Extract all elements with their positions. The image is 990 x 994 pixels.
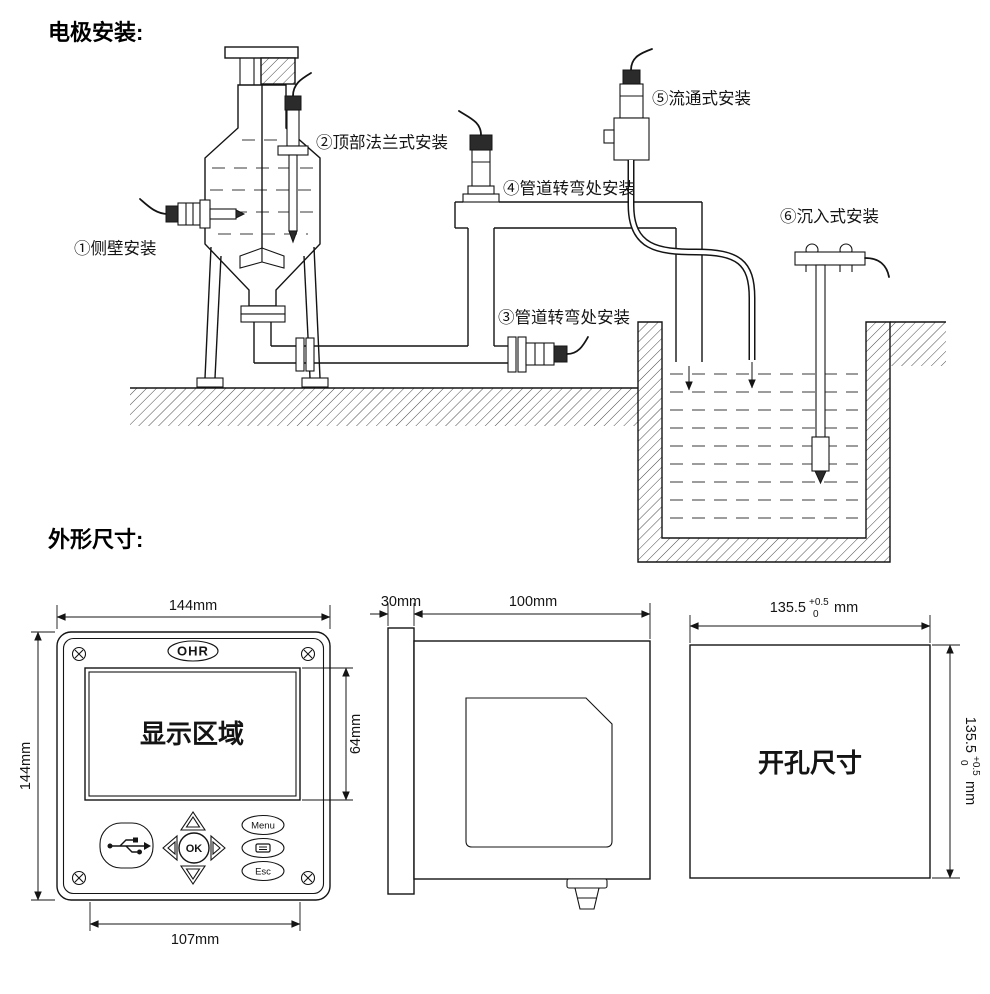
cable-gland	[566, 878, 608, 910]
menu-button	[241, 814, 285, 836]
electrode-pipe-bend-top	[458, 110, 500, 203]
electrode-pipe-bend-bottom	[525, 336, 589, 366]
pipe-flange	[507, 336, 517, 373]
installation-diagram: ①侧壁安装 ②顶部法兰式安装 ③管道转弯处安装 ④管道转弯处安装 ⑤流通式安装 …	[74, 46, 946, 563]
side-dimensions: 30mm 100mm	[370, 594, 651, 639]
display-area: 显示区域	[84, 667, 301, 801]
electrode-top-flange	[277, 72, 312, 244]
menu-button-label: Menu	[251, 821, 275, 832]
dim-cutout-unit-vertical: mm	[962, 781, 978, 805]
pipe-flange	[295, 337, 305, 372]
pipe-flange	[305, 337, 315, 372]
dim-cutout-unit: mm	[834, 600, 858, 616]
esc-button-label: Esc	[255, 867, 271, 878]
display-area-text: 显示区域	[140, 720, 244, 749]
front-dimensions: 144mm 144mm 64mm 107mm	[18, 598, 364, 948]
bottom-flange-upper	[240, 305, 286, 315]
electrode-cable	[458, 110, 482, 136]
dim-cutout-tol-zero-vertical: 0	[958, 760, 969, 766]
dim-cutout-tol-plus: +0.5	[809, 597, 829, 608]
screen-switch-icon	[255, 843, 271, 853]
pit-water-surface	[670, 373, 858, 519]
side-panel-flange	[387, 627, 415, 895]
electrode-cable	[566, 336, 589, 355]
left-arrow-button	[162, 834, 178, 862]
side-view: 30mm 100mm	[370, 594, 651, 910]
left-arrow-inner-icon	[167, 840, 176, 856]
tank-motor	[260, 57, 296, 85]
label-pipe-bend-bottom: ③管道转弯处安装	[498, 308, 630, 327]
dim-front-height: 144mm	[18, 742, 34, 790]
tank-legs	[196, 246, 329, 388]
label-flow-through: ⑤流通式安装	[652, 89, 751, 108]
brand-text: OHR	[177, 644, 209, 659]
label-top-flange: ②顶部法兰式安装	[316, 133, 448, 152]
electrode-cable	[630, 48, 653, 71]
electrode-side-wall	[139, 198, 246, 229]
dim-cutout-value-vertical: 135.5	[962, 717, 978, 753]
ground-hatching	[130, 321, 946, 426]
cutout-square	[689, 644, 931, 879]
dim-body-depth: 100mm	[509, 594, 557, 610]
bottom-flange-lower	[240, 313, 286, 323]
esc-button	[241, 860, 285, 882]
agitator-blade-right	[261, 247, 285, 269]
pit	[637, 321, 891, 563]
dim-front-width: 144mm	[169, 598, 217, 614]
electrode-immersion	[794, 243, 890, 485]
electrode-cable	[864, 257, 890, 278]
right-arrow-button	[210, 834, 226, 862]
electrode-install-title: 电极安装:	[48, 20, 143, 45]
mounting-bracket	[794, 251, 866, 266]
dim-keypad-width: 107mm	[171, 932, 219, 948]
dim-flange-depth: 30mm	[381, 594, 421, 610]
brand-logo: OHR	[167, 640, 219, 662]
cutout-dimension-right: 135.5 +0.5 0 mm	[932, 644, 981, 879]
right-arrow-inner-icon	[212, 840, 221, 856]
corner-screw-icon	[71, 646, 316, 886]
usb-icon	[107, 837, 151, 855]
electrode-flow-through	[603, 48, 756, 389]
keypad: OK Menu Esc	[99, 811, 285, 885]
side-inner-profile	[465, 697, 613, 848]
pipes	[253, 201, 703, 391]
label-immersion: ⑥沉入式安装	[780, 207, 879, 226]
electrode-cable	[139, 198, 169, 215]
dim-cutout-value: 135.5	[770, 600, 806, 616]
cutout-view: 开孔尺寸 135.5 +0.5 0 mm 135.5 +0.5 0 mm	[689, 597, 981, 879]
cutout-dimension-top: 135.5 +0.5 0 mm	[689, 597, 931, 643]
pipe-flange	[517, 336, 527, 373]
immersion-pole	[815, 264, 826, 438]
dim-display-height: 64mm	[348, 714, 364, 754]
cutout-label: 开孔尺寸	[758, 749, 862, 778]
ok-button-label: OK	[186, 843, 203, 855]
label-side-wall: ①侧壁安装	[74, 239, 157, 258]
ok-button	[178, 832, 210, 864]
down-arrow-inner-icon	[185, 868, 201, 881]
tank-motor-plate	[224, 46, 299, 59]
screen-switch-button	[241, 837, 285, 859]
electrode-cable	[292, 72, 312, 97]
dim-cutout-tol-zero: 0	[813, 609, 819, 620]
flow-cell	[613, 117, 650, 161]
up-arrow-inner-icon	[185, 815, 201, 828]
label-pipe-bend-top: ④管道转弯处安装	[503, 179, 635, 198]
dimensions-title: 外形尺寸:	[48, 527, 143, 552]
front-view: OHR 显示区域	[18, 598, 364, 948]
dim-cutout-tol-plus-vertical: +0.5	[970, 756, 981, 776]
